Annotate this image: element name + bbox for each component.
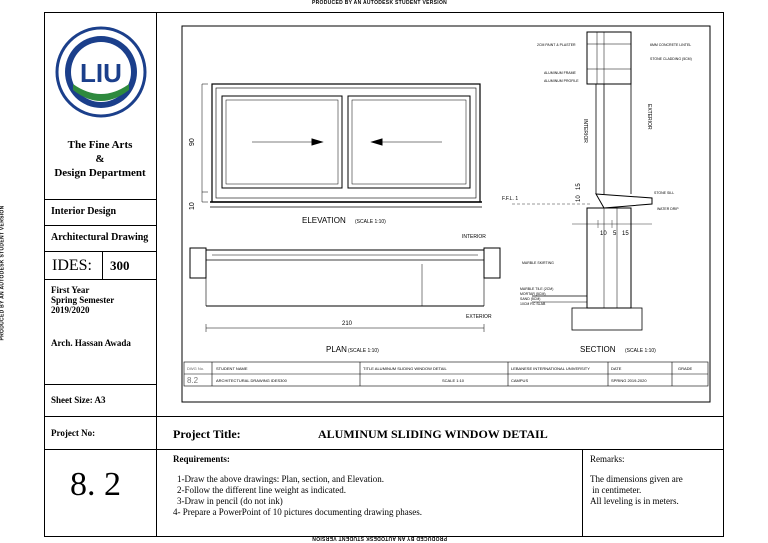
plan-exterior: EXTERIOR: [466, 314, 492, 320]
left-column-divider: [156, 12, 157, 417]
section-title: SECTION: [580, 345, 616, 354]
plan-title: PLAN: [326, 345, 347, 354]
title-semester: SPRING 2019-2020: [611, 378, 647, 383]
title-dwg-label: DWG No.: [187, 366, 204, 371]
section-interior: INTERIOR: [582, 119, 588, 143]
title-scale: SCALE 1:10: [442, 378, 465, 383]
remarks-block: Remarks: The dimensions given are in cen…: [590, 454, 720, 507]
section-drawing: [512, 31, 653, 331]
elevation-drawing: [201, 83, 482, 208]
elevation-dim-90: 90: [189, 138, 196, 146]
requirements-block: Requirements: 1-Draw the above drawings:…: [173, 454, 573, 518]
section-ffl: F.F.L. 1: [502, 196, 518, 202]
course-code-number: 300: [110, 258, 130, 273]
note-sill: STONE SILL: [654, 191, 674, 195]
elevation-scale: (SCALE 1:10): [355, 219, 386, 225]
course-info: First Year Spring Semester 2019/2020: [51, 285, 114, 315]
requirement-item: 1-Draw the above drawings: Plan, section…: [177, 474, 384, 484]
note-cladding: STONE CLADDING (5CM): [650, 57, 692, 61]
section-sill-dim-15: 15: [576, 183, 582, 190]
remarks-heading: Remarks:: [590, 454, 625, 464]
note-slab: 10CM RC SLAB: [520, 302, 546, 306]
divider-dept: [44, 199, 156, 200]
department-name: The Fine Arts & Design Department: [44, 138, 156, 180]
requirement-item: 4- Prepare a PowerPoint of 10 pictures d…: [173, 507, 422, 517]
subject-label: Architectural Drawing: [51, 232, 149, 243]
major-label: Interior Design: [51, 206, 117, 217]
section-dim-10: 10: [600, 231, 607, 237]
note-profile: ALUMINUM PROFILE: [544, 79, 579, 83]
sheet-size: Sheet Size: A3: [51, 395, 106, 405]
remark-line: in centimeter.: [590, 485, 642, 495]
note-sand: SAND (5CM): [520, 297, 540, 301]
requirement-item: 2-Follow the different line weight as in…: [177, 485, 347, 495]
department-line1: The Fine Arts: [67, 139, 133, 151]
course-code-label: IDES:: [52, 257, 92, 274]
note-skirting: MARBLE SKIRTING: [522, 261, 554, 265]
project-no-label: Project No:: [51, 428, 96, 438]
year-text: First Year: [51, 285, 90, 295]
plan-dim-210: 210: [342, 321, 353, 327]
drawing-title-block: [183, 361, 709, 387]
title-course: ARCHITECTURAL DRAWING IDES300: [216, 378, 288, 383]
divider-project-row: [44, 416, 724, 417]
plan-interior: INTERIOR: [462, 234, 486, 240]
university-logo: LIU: [55, 26, 147, 118]
plan-scale: (SCALE 1:10): [348, 348, 379, 354]
department-line3: Design Department: [54, 167, 146, 179]
note-frame: ALUMINUM FRAME: [544, 71, 577, 75]
code-divider: [102, 251, 103, 279]
project-number: 8. 2: [70, 466, 121, 503]
note-tile: MARBLE TILE (2CM): [520, 287, 553, 291]
project-title-label: Project Title:: [173, 427, 241, 441]
watermark-left: PRODUCED BY AN AUTODESK STUDENT VERSION: [0, 205, 6, 341]
remarks-divider: [582, 449, 583, 537]
section-dim-15: 15: [622, 231, 629, 237]
watermark-top: PRODUCED BY AN AUTODESK STUDENT VERSION: [312, 0, 448, 6]
title-dwg-no: 8.2: [187, 376, 199, 385]
note-lintel: 6MM CONCRETE LINTEL: [650, 43, 691, 47]
title-university: LEBANESE INTERNATIONAL UNIVERSITY: [511, 366, 590, 371]
title-date-label: DATE: [611, 366, 622, 371]
remark-line: All leveling is in meters.: [590, 496, 679, 506]
project-title: ALUMINUM SLIDING WINDOW DETAIL: [318, 427, 548, 441]
semester-text: Spring Semester: [51, 295, 115, 305]
requirement-item: 3-Draw in pencil (do not ink): [177, 496, 283, 506]
title-student-label: STUDENT NAME: [216, 366, 248, 371]
requirements-heading: Requirements:: [173, 454, 230, 464]
sheet-frame: [44, 12, 724, 537]
section-scale: (SCALE 1:10): [625, 348, 656, 354]
section-exterior: EXTERIOR: [646, 104, 652, 130]
project-column-divider: [156, 416, 157, 537]
title-grade: GRADE: [678, 366, 693, 371]
department-line2: &: [95, 153, 105, 165]
title-cell: TITLE ALUMINUM SLIDING WINDOW DETAIL: [363, 366, 447, 371]
divider-requirements-row: [44, 449, 724, 450]
divider-info: [44, 384, 156, 385]
section-dim-5: 5: [613, 231, 617, 237]
elevation-dim-10: 10: [189, 202, 196, 210]
note-paint: 2CM PAINT & PLASTER: [537, 43, 576, 47]
remark-line: The dimensions given are: [590, 474, 683, 484]
section-sill-dim-10: 10: [576, 195, 582, 202]
title-campus: CAMPUS: [511, 378, 528, 383]
logo-initials: LIU: [80, 58, 122, 88]
academic-year-text: 2019/2020: [51, 305, 90, 315]
drawing-area: 90 10 ELEVATION (SCALE 1:10) INTERIOR EX…: [181, 25, 711, 403]
instructor-name: Arch. Hassan Awada: [51, 338, 131, 348]
note-mortar: MORTAR (5CM): [520, 292, 546, 296]
divider-major: [44, 225, 156, 226]
divider-subject: [44, 251, 156, 252]
note-drip: WATER DRIP: [657, 207, 679, 211]
divider-code: [44, 279, 156, 280]
plan-drawing: [189, 247, 501, 332]
elevation-title: ELEVATION: [302, 216, 346, 225]
